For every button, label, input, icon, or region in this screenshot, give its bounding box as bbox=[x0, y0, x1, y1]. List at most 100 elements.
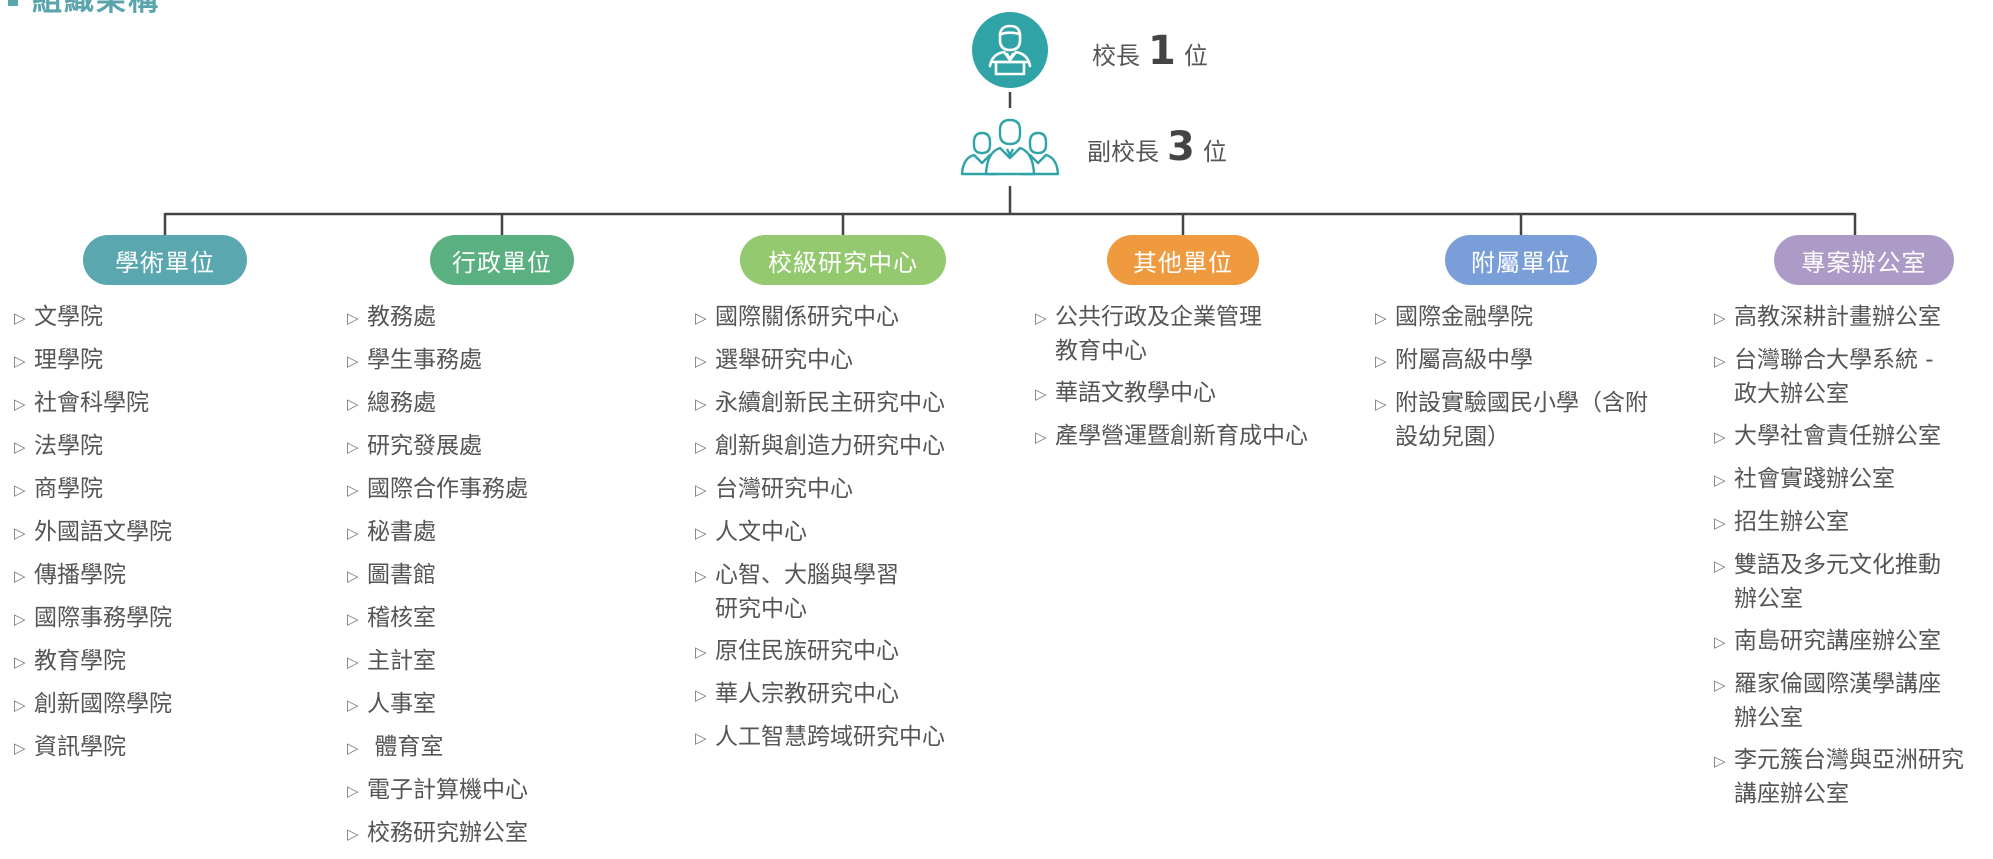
bullet-triangle-icon: ▷ bbox=[1035, 428, 1047, 446]
list-research-center: ▷國際關係研究中心▷選舉研究中心▷永續創新民主研究中心▷創新與創造力研究中心▷台… bbox=[695, 300, 1015, 763]
list-item: ▷學生事務處 bbox=[347, 343, 647, 378]
list-item-label: 人事室 bbox=[367, 691, 436, 717]
bullet-triangle-icon: ▷ bbox=[695, 352, 707, 370]
bullet-triangle-icon: ▷ bbox=[14, 653, 26, 671]
list-item-label: 研究發展處 bbox=[367, 433, 482, 459]
list-item-label: 社會科學院 bbox=[34, 390, 149, 416]
list-item: ▷國際關係研究中心 bbox=[695, 300, 1015, 335]
bullet-triangle-icon: ▷ bbox=[1714, 752, 1726, 770]
list-item: ▷圖書館 bbox=[347, 558, 647, 593]
list-item-label: 資訊學院 bbox=[34, 734, 126, 760]
list-other: ▷公共行政及企業管理 教育中心 ▷ 華語文教學中心 ▷ 產學營運暨創新育成中心 bbox=[1035, 300, 1355, 462]
list-item-label: 人工智慧跨域研究中心 bbox=[715, 724, 945, 750]
list-item-label: 總務處 bbox=[367, 390, 436, 416]
list-project-office: ▷高教深耕計畫辦公室▷台灣聯合大學系統 - 政大辦公室▷大學社會責任辦公室▷社會… bbox=[1714, 300, 1993, 819]
bullet-triangle-icon: ▷ bbox=[14, 696, 26, 714]
bullet-triangle-icon: ▷ bbox=[14, 610, 26, 628]
list-item-label: 台灣研究中心 bbox=[715, 476, 853, 502]
list-item-label: 心智、大腦與學習 研究中心 bbox=[715, 562, 899, 622]
list-item: ▷ 人事室 bbox=[347, 687, 647, 722]
list-item: ▷商學院 bbox=[14, 472, 314, 507]
list-item-label: 傳播學院 bbox=[34, 562, 126, 588]
list-item-label: 產學營運暨創新育成中心 bbox=[1055, 423, 1308, 449]
bullet-triangle-icon: ▷ bbox=[695, 438, 707, 456]
category-other: 其他單位 bbox=[1107, 235, 1259, 285]
list-item: ▷總務處 bbox=[347, 386, 647, 421]
list-item-label: 稽核室 bbox=[367, 605, 436, 631]
list-item: ▷創新國際學院 bbox=[14, 687, 314, 722]
list-item: ▷ 附設實驗國民小學（含附 設幼兒園） bbox=[1375, 386, 1695, 454]
bullet-triangle-icon: ▷ bbox=[1714, 557, 1726, 575]
bullet-triangle-icon: ▷ bbox=[1714, 676, 1726, 694]
list-item-label: 國際事務學院 bbox=[34, 605, 172, 631]
bullet-triangle-icon: ▷ bbox=[1375, 395, 1387, 413]
list-item-label: 雙語及多元文化推動 辦公室 bbox=[1734, 552, 1941, 612]
bullet-triangle-icon: ▷ bbox=[347, 481, 359, 499]
list-item: ▷資訊學院 bbox=[14, 730, 314, 765]
list-item-label: 人文中心 bbox=[715, 519, 807, 545]
vice-president-unit: 位 bbox=[1202, 138, 1227, 166]
bullet-triangle-icon: ▷ bbox=[1714, 428, 1726, 446]
bullet-triangle-icon: ▷ bbox=[695, 309, 707, 327]
list-administrative: ▷教務處▷學生事務處▷總務處▷研究發展處▷國際合作事務處▷秘書處▷圖書館▷稽核室… bbox=[347, 300, 647, 859]
bullet-triangle-icon: ▷ bbox=[347, 438, 359, 456]
list-item-label: 高教深耕計畫辦公室 bbox=[1734, 304, 1941, 330]
bullet-triangle-icon: ▷ bbox=[347, 782, 359, 800]
bullet-triangle-icon: ▷ bbox=[347, 696, 359, 714]
list-item-label: 教務處 bbox=[367, 304, 436, 330]
list-item-label: 原住民族研究中心 bbox=[715, 638, 899, 664]
list-item-label: 李元簇台灣與亞洲研究 講座辦公室 bbox=[1734, 747, 1964, 807]
list-item: ▷ 羅家倫國際漢學講座 辦公室 bbox=[1714, 667, 1993, 735]
vice-president-number: 3 bbox=[1167, 124, 1195, 170]
bullet-triangle-icon: ▷ bbox=[1035, 385, 1047, 403]
list-item-label: 教育學院 bbox=[34, 648, 126, 674]
list-item: ▷ 台灣聯合大學系統 - 政大辦公室 bbox=[1714, 343, 1993, 411]
bullet-triangle-icon: ▷ bbox=[1714, 309, 1726, 327]
list-item-label: 主計室 bbox=[367, 648, 436, 674]
bullet-triangle-icon: ▷ bbox=[1714, 352, 1726, 370]
list-item: ▷創新與創造力研究中心 bbox=[695, 429, 1015, 464]
list-item-label: 法學院 bbox=[34, 433, 103, 459]
list-item: ▷主計室 bbox=[347, 644, 647, 679]
bullet-triangle-icon: ▷ bbox=[14, 481, 26, 499]
list-item: ▷附屬高級中學 bbox=[1375, 343, 1695, 378]
list-item: ▷心智、大腦與學習 研究中心 bbox=[695, 558, 1015, 626]
bullet-triangle-icon: ▷ bbox=[1375, 309, 1387, 327]
list-item: ▷國際合作事務處 bbox=[347, 472, 647, 507]
list-item: ▷校務研究辦公室 bbox=[347, 816, 647, 851]
bullet-triangle-icon: ▷ bbox=[347, 739, 359, 757]
list-item-label: 附設實驗國民小學（含附 設幼兒園） bbox=[1395, 390, 1648, 450]
list-item-label: 校務研究辦公室 bbox=[367, 820, 528, 846]
list-item-label: 南島研究講座辦公室 bbox=[1734, 628, 1941, 654]
category-project-office: 專案辦公室 bbox=[1774, 235, 1954, 285]
list-item-label: 羅家倫國際漢學講座 辦公室 bbox=[1734, 671, 1941, 731]
list-item: ▷ 法學院 bbox=[14, 429, 314, 464]
list-item: ▷永續創新民主研究中心 bbox=[695, 386, 1015, 421]
bullet-triangle-icon: ▷ bbox=[14, 438, 26, 456]
president-icon bbox=[972, 12, 1048, 88]
list-item-label: 選舉研究中心 bbox=[715, 347, 853, 373]
bullet-triangle-icon: ▷ bbox=[14, 567, 26, 585]
bullet-triangle-icon: ▷ bbox=[1714, 633, 1726, 651]
list-affiliated: ▷國際金融學院▷附屬高級中學▷附設實驗國民小學（含附 設幼兒園） bbox=[1375, 300, 1695, 462]
list-item-label: 華人宗教研究中心 bbox=[715, 681, 899, 707]
list-item-label: 電子計算機中心 bbox=[367, 777, 528, 803]
list-item: ▷公共行政及企業管理 教育中心 bbox=[1035, 300, 1355, 368]
list-item-label: 華語文教學中心 bbox=[1055, 380, 1216, 406]
list-item-label: 招生辦公室 bbox=[1734, 509, 1849, 535]
list-item: ▷華人宗教研究中心 bbox=[695, 677, 1015, 712]
list-item: ▷大學社會責任辦公室 bbox=[1714, 419, 1993, 454]
president-number: 1 bbox=[1148, 28, 1176, 74]
bullet-triangle-icon: ▷ bbox=[1714, 471, 1726, 489]
bullet-triangle-icon: ▷ bbox=[695, 729, 707, 747]
heading-bar bbox=[8, 0, 18, 6]
list-item: ▷ 人工智慧跨域研究中心 bbox=[695, 720, 1015, 755]
bullet-triangle-icon: ▷ bbox=[347, 352, 359, 370]
vice-president-label: 副校長 bbox=[1087, 138, 1159, 166]
vice-president-count: 副校長 3 位 bbox=[1087, 124, 1227, 170]
list-item: ▷ 雙語及多元文化推動 辦公室 bbox=[1714, 548, 1993, 616]
list-item-label: 台灣聯合大學系統 - 政大辦公室 bbox=[1734, 347, 1934, 407]
list-item: ▷秘書處 bbox=[347, 515, 647, 550]
bullet-triangle-icon: ▷ bbox=[347, 610, 359, 628]
bullet-triangle-icon: ▷ bbox=[14, 352, 26, 370]
